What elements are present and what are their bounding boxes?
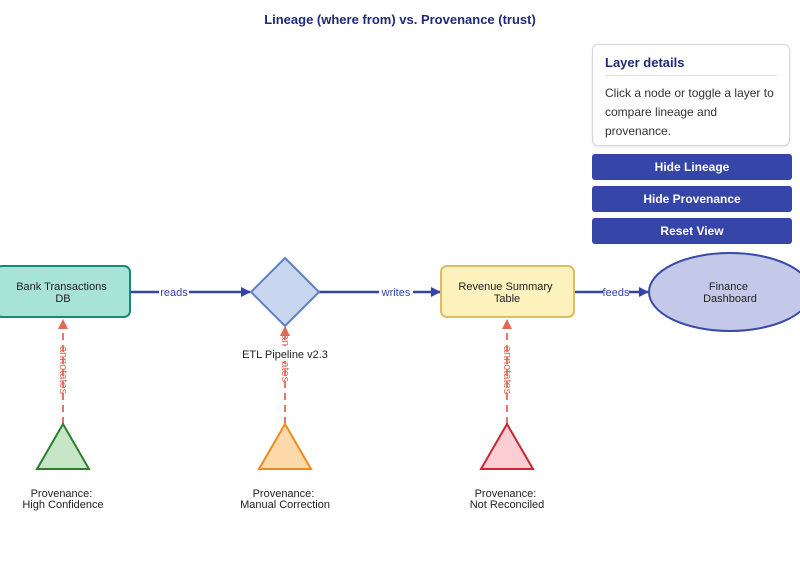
svg-text:Provenance: High Confide: Provenance: High Confidence bbox=[22, 488, 103, 511]
node-label-line: Table bbox=[494, 293, 520, 305]
node-label-line: DB bbox=[55, 293, 70, 305]
node-label-etl: ETL Pipeline v2.3 bbox=[242, 349, 328, 361]
edge-label-reads: reads bbox=[160, 287, 188, 299]
node-label-line: Bank Transactions bbox=[16, 281, 107, 293]
node-revenue-summary-table[interactable]: Revenue Summary Table bbox=[440, 265, 575, 318]
hide-provenance-button[interactable]: Hide Provenance bbox=[592, 186, 792, 212]
svg-text:Revenue Summary Table: Revenue Summary Table bbox=[458, 281, 555, 305]
svg-text:Finance Dashboard: Finance Dashboard bbox=[703, 281, 757, 305]
hide-lineage-button[interactable]: Hide Lineage bbox=[592, 154, 792, 180]
node-finance-dashboard[interactable]: Finance Dashboard bbox=[648, 252, 800, 332]
svg-text:Provenance: Manual Corre: Provenance: Manual Correction bbox=[240, 488, 330, 511]
edge-label-writes: writes bbox=[381, 287, 411, 299]
edge-writes[interactable]: writes bbox=[319, 284, 441, 299]
node-label-line: Revenue Summary bbox=[458, 281, 553, 293]
node-label-line: Dashboard bbox=[703, 293, 757, 305]
reset-view-button[interactable]: Reset View bbox=[592, 218, 792, 244]
node-bank-transactions-db[interactable]: Bank Transactions DB bbox=[0, 265, 131, 318]
diagram-title: Lineage (where from) vs. Provenance (tru… bbox=[264, 12, 536, 27]
node-provenance-high-confidence[interactable]: Provenance: High Confidence bbox=[22, 422, 104, 511]
node-label-line: Provenance: bbox=[31, 488, 93, 500]
panel-title: Layer details bbox=[605, 55, 777, 76]
node-provenance-not-reconciled[interactable]: Provenance: Not Reconciled bbox=[470, 422, 545, 511]
node-label-line: Finance bbox=[709, 281, 748, 293]
node-etl-pipeline[interactable]: ETL Pipeline v2.3 bbox=[240, 256, 330, 361]
edge-label-annotates-revenue: annotates bbox=[501, 346, 513, 395]
layer-details-panel: Layer details Click a node or toggle a l… bbox=[592, 44, 790, 146]
node-label-line: Manual Correction bbox=[240, 499, 330, 511]
edge-label-feeds: feeds bbox=[603, 287, 630, 299]
edge-annotates-revenue[interactable]: annotates bbox=[501, 319, 513, 424]
edge-reads[interactable]: reads bbox=[130, 284, 251, 299]
edge-annotates-bank[interactable]: annotates bbox=[57, 319, 69, 424]
svg-text:Bank Transactions DB: Bank Transactions DB bbox=[16, 281, 110, 305]
node-label-line: High Confidence bbox=[22, 499, 103, 511]
edge-feeds[interactable]: feeds bbox=[575, 284, 649, 299]
node-provenance-manual-correction[interactable]: Provenance: Manual Correction bbox=[240, 422, 330, 511]
node-label-line: Not Reconciled bbox=[470, 499, 545, 511]
panel-description: Click a node or toggle a layer to compar… bbox=[605, 86, 774, 138]
edge-label-annotates-bank: annotates bbox=[57, 346, 69, 395]
node-label-line: Provenance: bbox=[253, 488, 315, 500]
node-label-line: Provenance: bbox=[475, 488, 537, 500]
svg-text:Provenance: Not Reconcil: Provenance: Not Reconciled bbox=[470, 488, 545, 511]
edge-annotates-etl[interactable]: annotates bbox=[279, 326, 291, 424]
